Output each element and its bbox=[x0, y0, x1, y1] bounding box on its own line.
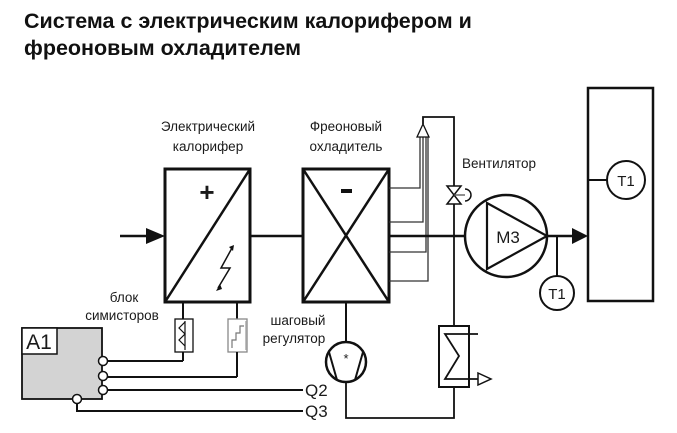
expansion-valve bbox=[445, 185, 472, 205]
step-regulator-label-line-2: регулятор bbox=[263, 331, 326, 346]
terminal-3 bbox=[97, 384, 109, 396]
cooler-minus-symbol bbox=[341, 189, 352, 193]
room-temperature-sensor bbox=[606, 160, 646, 200]
condenser bbox=[438, 325, 493, 388]
controller-a1: A1 bbox=[21, 327, 103, 400]
heater-plus-symbol: + bbox=[199, 177, 214, 207]
freon-cooler: Фреоновый охладитель bbox=[301, 119, 391, 304]
fan-motor-id: M3 bbox=[496, 228, 520, 247]
output-q3-label: Q3 bbox=[305, 402, 328, 421]
fan-label: Вентилятор bbox=[462, 156, 536, 171]
output-q2-label: Q2 bbox=[305, 381, 328, 400]
triac-label-line-2: симисторов bbox=[85, 308, 159, 323]
lightning-arrow-icon bbox=[216, 245, 234, 291]
refrigerant-manifold bbox=[389, 116, 455, 282]
triac-label-line-1: блок bbox=[110, 290, 139, 305]
diagram-title: Система с электрическим калорифером и фр… bbox=[24, 8, 472, 62]
heater-label-line-1: Электрический bbox=[161, 119, 255, 134]
triac-block: блок симисторов bbox=[85, 290, 194, 361]
duct-sensor-id: T1 bbox=[548, 286, 566, 303]
room-sensor-id: T1 bbox=[617, 173, 635, 190]
wire-q3 bbox=[76, 403, 303, 412]
inlet-air-arrow bbox=[120, 228, 165, 244]
compressor: * bbox=[324, 302, 455, 419]
heater-label-line-2: калорифер bbox=[173, 139, 243, 154]
controller-terminals bbox=[71, 355, 109, 405]
controller-id: A1 bbox=[26, 331, 52, 354]
heater-diagonal bbox=[163, 168, 252, 303]
compressor-symbol: * bbox=[343, 351, 348, 366]
cooler-label-line-1: Фреоновый bbox=[310, 119, 382, 134]
duct-temperature-sensor: T1 bbox=[539, 236, 575, 311]
terminal-2 bbox=[97, 370, 109, 382]
terminal-4 bbox=[71, 393, 83, 405]
supply-air-arrow bbox=[572, 228, 588, 244]
step-regulator-symbol: шаговый регулятор bbox=[227, 302, 326, 377]
electric-heater: Электрический калорифер + bbox=[161, 119, 255, 304]
supply-fan: Вентилятор M3 bbox=[462, 156, 550, 279]
terminal-1 bbox=[97, 355, 109, 367]
room: T1 bbox=[586, 86, 655, 303]
step-regulator-label-line-1: шаговый bbox=[271, 313, 326, 328]
control-wiring bbox=[76, 360, 303, 412]
title-line-1: Система с электрическим калорифером и bbox=[24, 9, 472, 33]
title-line-2: фреоновым охладителем bbox=[24, 36, 302, 60]
cooler-label-line-2: охладитель bbox=[310, 139, 383, 154]
